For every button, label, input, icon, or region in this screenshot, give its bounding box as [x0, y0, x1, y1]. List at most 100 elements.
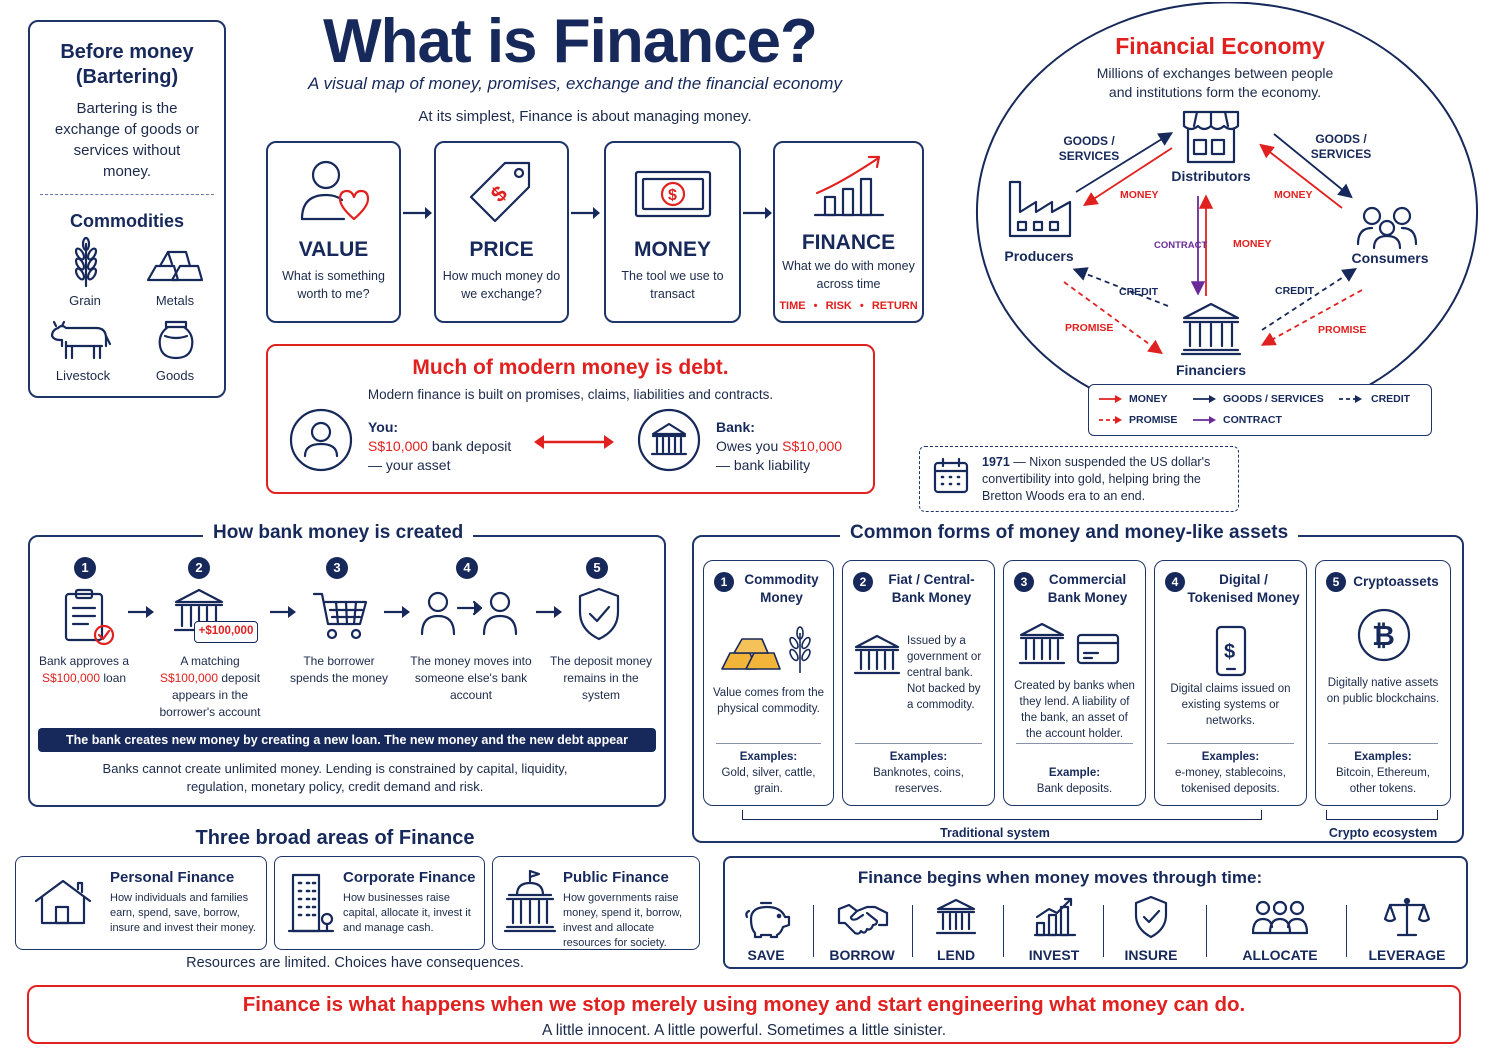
time-label: BORROW [829, 947, 895, 963]
economy-flow-arrows [972, 100, 1482, 400]
bank-money-note: Banks cannot create unlimited money. Len… [102, 761, 568, 794]
central-bank-icon [853, 633, 901, 679]
footer-panel: Finance is what happens when we stop mer… [27, 985, 1461, 1044]
people-icon [1354, 204, 1420, 250]
commodities-title: Commodities [69, 211, 184, 231]
area-card-personal: Personal Finance How individuals and fam… [15, 856, 267, 950]
step-text: Bank approves a S$100,000 loan [38, 654, 130, 685]
concept-card-value: VALUE What is something worth to me? [266, 141, 401, 323]
legend-money: MONEY [1129, 393, 1168, 405]
time-label: SAVE [747, 947, 785, 963]
footer-headline: Finance is what happens when we stop mer… [242, 993, 1246, 1016]
areas-title: Three broad areas of Finance [195, 827, 475, 849]
concept-card-finance: FINANCE What we do with money across tim… [773, 141, 924, 323]
concept-title: FINANCE [801, 231, 896, 254]
arrow-right-icon [382, 604, 412, 620]
arrow-right-icon [268, 604, 298, 620]
time-label: LEND [936, 947, 976, 963]
economy-subtitle-line2: and institutions form the economy. [1108, 84, 1322, 100]
card-examples: Examples:Bitcoin, Ethereum, other tokens… [1336, 751, 1430, 795]
you-amount-suffix: bank deposit [431, 438, 512, 454]
step-text: A matching S$100,000 deposit appears in … [159, 654, 261, 719]
concept-card-money: $ MONEY The tool we use to transact [604, 141, 741, 323]
bank-card-icon [1018, 621, 1122, 669]
svg-text:$: $ [485, 181, 511, 207]
scales-icon [1384, 895, 1430, 939]
time-title: Finance begins when money moves through … [857, 868, 1263, 887]
commodity-label: Livestock [55, 368, 111, 383]
you-amount: S$10,000 [368, 438, 428, 454]
footer-tagline: A little innocent. A little powerful. So… [541, 1022, 947, 1039]
insure-shield-icon [1133, 895, 1169, 939]
time-label: INSURE [1124, 947, 1178, 963]
handshake-icon [837, 901, 889, 937]
money-label: MONEY [1274, 189, 1313, 201]
mobile-dollar-icon: $ [1213, 625, 1249, 677]
step-text: The borrower spends the money [289, 654, 389, 685]
node-consumers: Consumers [1351, 250, 1429, 266]
bank-money-banner: The bank creates new money by creating a… [38, 728, 656, 771]
time-divider [1103, 905, 1104, 957]
banknote-icon: $ [633, 169, 713, 219]
concept-title: VALUE [298, 238, 369, 261]
money-card-fiat: 2 Fiat / Central-Bank Money Issued by a … [842, 560, 995, 806]
card-divider [1328, 743, 1438, 744]
tag-risk: RISK [825, 300, 852, 312]
promise-label: PROMISE [1318, 324, 1367, 336]
legend-credit-arrow [1337, 393, 1365, 405]
card-examples: Example:Bank deposits. [1036, 767, 1113, 795]
nixon-text: 1971 — Nixon suspended the US dollar's c… [982, 454, 1232, 505]
card-title: Digital / Tokenised Money [1187, 572, 1300, 605]
area-desc: How businesses raise capital, allocate i… [343, 892, 471, 934]
grain-icon [68, 236, 104, 288]
money-card-crypto: 5 Cryptoassets ₿ Digitally native assets… [1315, 560, 1451, 806]
area-desc: How individuals and families earn, spend… [110, 892, 256, 934]
card-number: 4 [1165, 572, 1185, 592]
card-divider [1167, 743, 1294, 744]
area-title: Public Finance [563, 869, 669, 886]
legend-credit: CREDIT [1371, 393, 1411, 405]
bank-prefix: Owes you [716, 438, 779, 454]
money-forms-title: Common forms of money and money-like ass… [840, 522, 1299, 544]
time-divider [1206, 905, 1207, 957]
bank-money-title: How bank money is created [203, 522, 474, 544]
money-label: MONEY [1120, 189, 1159, 201]
livestock-icon [48, 318, 114, 362]
debt-title: Much of modern money is debt. [412, 356, 729, 379]
page-subtitle: A visual map of money, promises, exchang… [308, 74, 842, 93]
store-icon [1180, 108, 1242, 166]
bitcoin-icon: ₿ [1356, 607, 1412, 663]
price-tag-icon: $ [467, 157, 537, 227]
concept-title: MONEY [633, 238, 711, 261]
lend-bank-icon [935, 897, 977, 939]
piggy-bank-icon [743, 899, 791, 939]
money-card-commodity: 1 Commodity Money Value comes from the p… [703, 560, 834, 806]
gold-wheat-icon [720, 625, 820, 675]
barter-title-line2: (Bartering) [75, 66, 179, 88]
invest-chart-icon [1033, 895, 1077, 939]
double-arrow-icon [532, 432, 616, 452]
time-divider [813, 905, 814, 957]
transfer-people-icon [420, 590, 520, 638]
office-building-icon [287, 871, 335, 935]
nixon-year: 1971 [982, 455, 1010, 469]
legend-contract-arrow [1191, 414, 1219, 426]
government-building-icon [503, 869, 557, 935]
step-number: 1 [74, 557, 96, 579]
card-examples: Examples:Banknotes, coins, reserves. [873, 751, 964, 795]
legend-contract: CONTRACT [1223, 414, 1282, 426]
goods-services-label-right: GOODS / SERVICES [1310, 132, 1372, 161]
concept-desc: How much money do we exchange? [442, 269, 561, 301]
time-divider [1003, 905, 1004, 957]
card-number: 5 [1326, 572, 1346, 592]
node-financiers: Financiers [1175, 362, 1247, 378]
nixon-body: — Nixon suspended the US dollar's conver… [982, 455, 1211, 503]
step-number: 2 [188, 557, 210, 579]
card-title: Cryptoassets [1353, 574, 1439, 589]
card-title: Commodity Money [744, 572, 819, 605]
bank-block: Bank: Owes you S$10,000 — bank liability [716, 418, 886, 475]
growth-chart-icon [811, 153, 887, 221]
concept-desc: What is something worth to me? [282, 269, 385, 301]
bank-amount: S$10,000 [782, 438, 843, 454]
time-panel [723, 856, 1468, 969]
